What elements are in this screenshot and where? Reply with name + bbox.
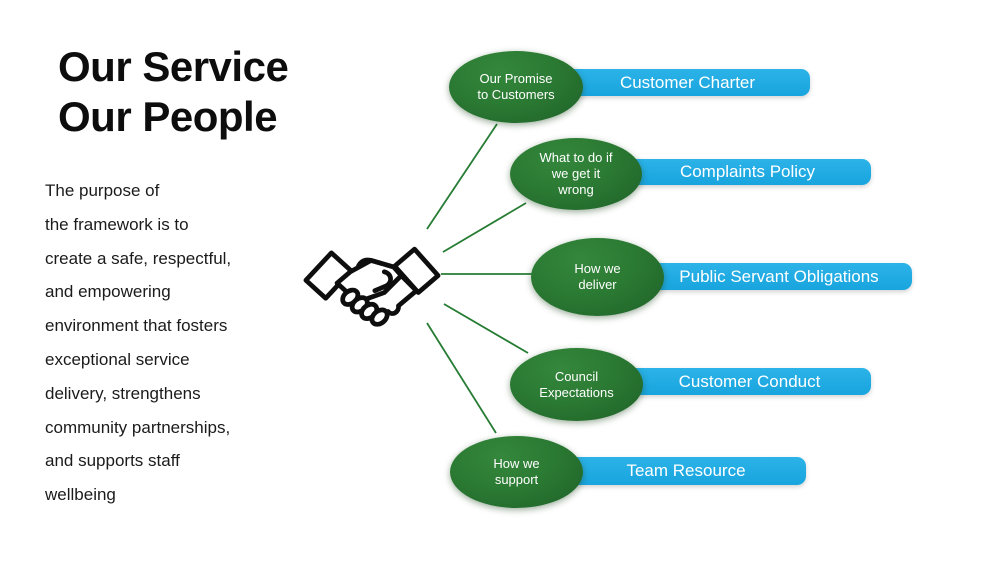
- bar-public-servant-obligations[interactable]: Public Servant Obligations: [646, 263, 912, 290]
- ellipse-label: Council Expectations: [539, 368, 614, 400]
- bar-complaints-policy[interactable]: Complaints Policy: [624, 159, 871, 185]
- connector-line: [443, 303, 529, 354]
- intro-line: The purpose of: [45, 181, 160, 200]
- page-title: Our Service Our People: [58, 42, 289, 142]
- ellipse-how-we-deliver: How we deliver: [531, 238, 664, 316]
- title-line-2: Our People: [58, 93, 278, 140]
- ellipse-label: What to do if we get it wrong: [539, 150, 613, 197]
- connector-line: [426, 322, 497, 434]
- ellipse-label: How we support: [493, 456, 540, 487]
- intro-line: and supports staff: [45, 451, 180, 471]
- intro-line: environment that fosters: [45, 316, 228, 336]
- ellipse-what-if-wrong: What to do if we get it wrong: [510, 138, 642, 210]
- intro-line: delivery, strengthens: [45, 383, 201, 403]
- handshake-icon: [301, 234, 443, 336]
- intro-line: the framework is to: [45, 214, 189, 234]
- intro-line: community partnerships,: [45, 417, 231, 437]
- ellipse-our-promise: Our Promise to Customers: [449, 51, 583, 123]
- bar-customer-charter[interactable]: Customer Charter: [565, 69, 810, 96]
- intro-line: wellbeing: [45, 485, 116, 505]
- connector-line: [442, 202, 527, 253]
- bar-team-resource[interactable]: Team Resource: [566, 457, 806, 485]
- intro-line: and empowering: [45, 282, 171, 302]
- intro-line: exceptional service: [45, 349, 190, 369]
- ellipse-label: Our Promise to Customers: [477, 71, 555, 102]
- connector-line: [426, 123, 498, 230]
- intro-paragraph: The purpose of the framework is to creat…: [45, 174, 295, 512]
- intro-line: create a safe, respectful,: [45, 248, 232, 268]
- bar-customer-conduct[interactable]: Customer Conduct: [628, 368, 871, 395]
- title-line-1: Our Service: [58, 43, 289, 90]
- ellipse-how-we-support: How we support: [450, 436, 583, 508]
- ellipse-label: How we deliver: [574, 261, 621, 292]
- ellipse-council-expectations: Council Expectations: [510, 348, 643, 421]
